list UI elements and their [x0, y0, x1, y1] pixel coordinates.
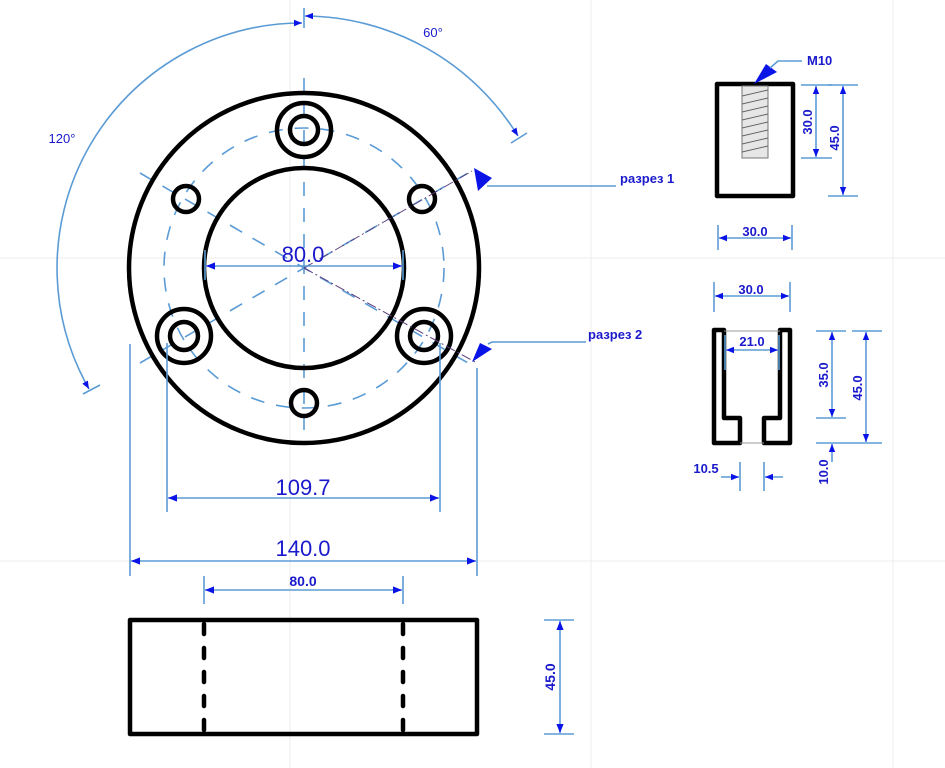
section-1-cut-line — [303, 170, 473, 269]
section-2-cut-line — [303, 267, 478, 364]
thread-region — [741, 85, 769, 159]
counterbore-hole-inner — [407, 319, 441, 353]
extension-line — [510, 132, 528, 144]
front-view: разрез 1 разрез 2 80.0 60° 120° 109.7 14… — [49, 8, 674, 576]
inner-diameter-value: 80.0 — [282, 242, 325, 267]
section-1-height-value: 45.0 — [827, 125, 842, 150]
thread-label: M10 — [807, 53, 832, 68]
section-2-label: разрез 2 — [588, 327, 642, 342]
thread-hatching — [741, 89, 769, 153]
angle-60-arc — [304, 12, 519, 137]
section-1-width-value: 30.0 — [742, 224, 767, 239]
section-1-arrow-icon — [474, 168, 492, 191]
section-2-left-wall — [711, 327, 743, 446]
section-1-body — [714, 81, 796, 199]
section-2-leader — [487, 341, 586, 345]
hole-spacing-value: 80.0 — [289, 573, 316, 589]
upper-height-value: 35.0 — [816, 362, 831, 387]
thread-depth-value: 30.0 — [800, 109, 815, 134]
angle-120-arc — [56, 19, 303, 390]
angle-120-label: 120° — [49, 131, 76, 146]
angle-60-label: 60° — [423, 25, 443, 40]
section-2-view: 30.0 21.0 10.5 35.0 45.0 10.0 — [693, 282, 882, 491]
lower-height-value: 10.0 — [816, 459, 831, 484]
bolt-circle-centerline — [163, 127, 445, 409]
threaded-hole — [288, 387, 320, 419]
side-height-value: 45.0 — [542, 663, 558, 690]
section-2-right-wall — [761, 327, 793, 446]
section-2-width-value: 30.0 — [738, 282, 763, 297]
outer-diameter-value: 140.0 — [275, 536, 330, 561]
side-view: 80.0 45.0 — [127, 573, 574, 737]
thread-leader — [769, 60, 802, 69]
threaded-hole — [406, 183, 438, 215]
section-1-view: M10 30.0 45.0 30.0 — [714, 53, 858, 250]
extension-line — [82, 384, 101, 395]
bolt-circle-diameter-value: 109.7 — [275, 475, 330, 500]
counterbore-hole-outer — [154, 306, 214, 366]
counterbore-hole-inner — [167, 319, 201, 353]
section-1-label: разрез 1 — [620, 171, 674, 186]
section-2-arrow-icon — [472, 343, 492, 362]
total-height-value: 45.0 — [850, 375, 865, 400]
inner-width-value: 21.0 — [739, 334, 764, 349]
thread-leader-arrow-icon — [754, 64, 777, 84]
slot-width-value: 10.5 — [693, 461, 718, 476]
side-view-body — [127, 617, 480, 737]
counterbore-hole-outer — [394, 306, 454, 366]
